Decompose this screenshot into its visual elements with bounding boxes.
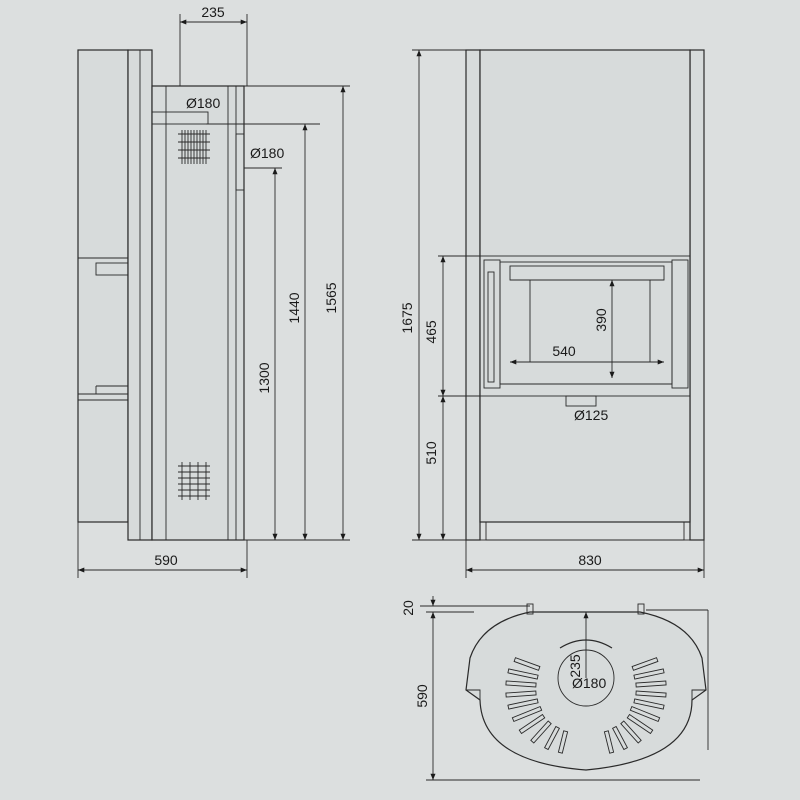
side-rear-outlet (235, 133, 245, 191)
front-view: 540 390 Ø125 1675 465 510 830 (399, 49, 705, 578)
dim-front-width-label: 830 (578, 552, 602, 568)
plan-slots-left (505, 657, 569, 754)
dim-plan-depth-label: 590 (414, 684, 430, 708)
dim-plan-offset-label: 20 (400, 600, 416, 616)
dim-1300-label: 1300 (256, 362, 272, 393)
dim-opening-width-label: 540 (552, 343, 576, 359)
plan-slots-right (603, 657, 667, 754)
dim-base-height-label: 510 (423, 441, 439, 465)
front-right-pillar (689, 49, 705, 541)
dim-plan-flue-offset-label: 235 (567, 654, 583, 678)
side-top-collar (151, 111, 209, 125)
dim-flue-top-label: Ø180 (186, 95, 220, 111)
dim-plan-flue-label: Ø180 (572, 675, 606, 691)
dim-235-label: 235 (201, 4, 225, 20)
side-vent-top (178, 130, 210, 164)
front-air-inlet (565, 395, 597, 407)
plan-view: 20 590 235 Ø180 (400, 596, 709, 781)
dim-depth-label: 590 (154, 552, 178, 568)
front-left-pillar (465, 49, 481, 541)
side-vent-bottom (178, 462, 210, 500)
dim-1440-label: 1440 (286, 292, 302, 323)
dim-opening-height-label: 390 (593, 308, 609, 332)
side-front-panel (77, 49, 129, 523)
dim-1565-label: 1565 (323, 282, 339, 313)
dim-flue-rear-label: Ø180 (250, 145, 284, 161)
dim-door-height-label: 465 (423, 320, 439, 344)
side-view: 235 Ø180 Ø180 1300 1440 1565 590 (77, 4, 350, 578)
dim-total-height-label: 1675 (399, 302, 415, 333)
front-body (479, 49, 691, 523)
dim-air-inlet-label: Ø125 (574, 407, 608, 423)
